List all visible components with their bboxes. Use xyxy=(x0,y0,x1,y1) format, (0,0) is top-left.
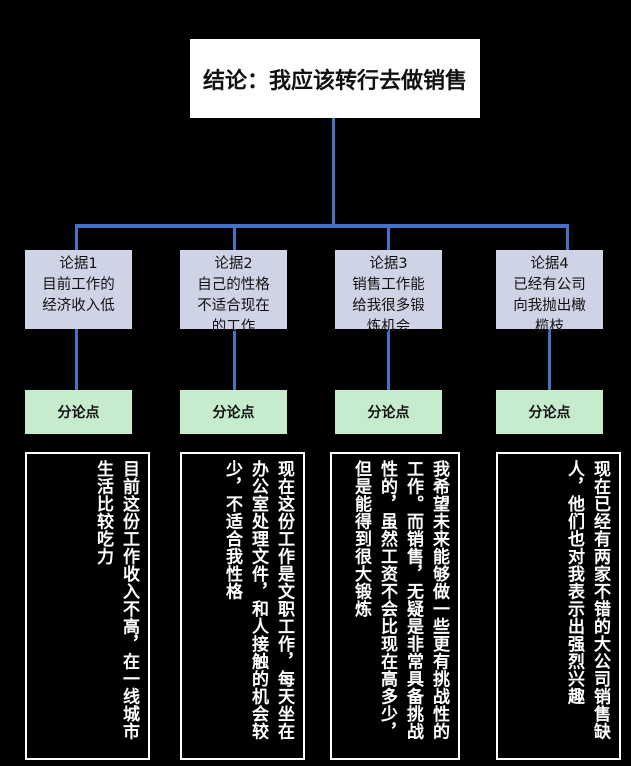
subpoint-label: 分论点 xyxy=(57,405,100,421)
argument-line: 经济收入低 xyxy=(42,298,115,314)
detail-text: 我希望未来能够做一些更有挑战性的工作。而销售，无疑是非常具备挑战性的，虽然工资不… xyxy=(351,460,449,740)
argument-line: 的工作 xyxy=(211,319,256,335)
drop-line-3 xyxy=(387,226,390,250)
drop-line-1 xyxy=(75,226,78,250)
detail-text: 现在已经有两家不错的大公司销售缺人，他们也对我表示出强烈兴趣 xyxy=(564,460,610,740)
argument-line: 给我很多锻 xyxy=(352,298,425,314)
argument-title: 论据1 xyxy=(59,256,98,272)
drop-line-2 xyxy=(233,226,236,250)
argument-title: 论据4 xyxy=(530,256,569,272)
conclusion-text: 结论：我应该转行去做销售 xyxy=(202,68,467,94)
detail-box-4: 现在已经有两家不错的大公司销售缺人，他们也对我表示出强烈兴趣 xyxy=(496,452,621,760)
argument-box-1: 论据1 目前工作的 经济收入低 xyxy=(25,250,132,329)
argument-line: 销售工作能 xyxy=(352,277,425,293)
argument-line: 目前工作的 xyxy=(42,277,115,293)
subpoint-label: 分论点 xyxy=(212,405,255,421)
arg-to-point-line-2 xyxy=(233,329,236,390)
argument-line: 已经有公司 xyxy=(513,277,586,293)
subpoint-box-2: 分论点 xyxy=(180,390,287,434)
detail-box-3: 我希望未来能够做一些更有挑战性的工作。而销售，无疑是非常具备挑战性的，虽然工资不… xyxy=(330,452,460,760)
drop-line-4 xyxy=(566,226,569,250)
subpoint-box-1: 分论点 xyxy=(25,390,132,434)
horizontal-bus-line xyxy=(75,224,569,228)
argument-line: 不适合现在 xyxy=(197,298,270,314)
detail-text: 目前这份工作收入不高，在一线城市生活比较吃力 xyxy=(93,460,139,740)
argument-line: 榄枝 xyxy=(535,319,564,335)
argument-line: 炼机会 xyxy=(366,319,411,335)
argument-title: 论据3 xyxy=(369,256,408,272)
subpoint-label: 分论点 xyxy=(528,405,571,421)
argument-title: 论据2 xyxy=(214,256,253,272)
subpoint-box-3: 分论点 xyxy=(335,390,442,434)
detail-box-1: 目前这份工作收入不高，在一线城市生活比较吃力 xyxy=(25,452,150,760)
trunk-line xyxy=(332,118,335,226)
arg-to-point-line-1 xyxy=(75,329,78,390)
subpoint-box-4: 分论点 xyxy=(496,390,603,434)
argument-box-3: 论据3 销售工作能 给我很多锻 炼机会 xyxy=(335,250,442,335)
conclusion-box: 结论：我应该转行去做销售 xyxy=(190,39,480,118)
detail-text: 现在这份工作是文职工作，每天坐在办公室处理文件，和人接触的机会较少，不适合我性格 xyxy=(222,460,294,740)
arg-to-point-line-3 xyxy=(387,329,390,390)
argument-line: 自己的性格 xyxy=(197,277,270,293)
subpoint-label: 分论点 xyxy=(367,405,410,421)
arg-to-point-line-4 xyxy=(548,329,551,390)
argument-box-2: 论据2 自己的性格 不适合现在 的工作 xyxy=(180,250,287,335)
argument-line: 向我抛出橄 xyxy=(513,298,586,314)
detail-box-2: 现在这份工作是文职工作，每天坐在办公室处理文件，和人接触的机会较少，不适合我性格 xyxy=(180,452,305,760)
argument-box-4: 论据4 已经有公司 向我抛出橄 榄枝 xyxy=(496,250,603,335)
